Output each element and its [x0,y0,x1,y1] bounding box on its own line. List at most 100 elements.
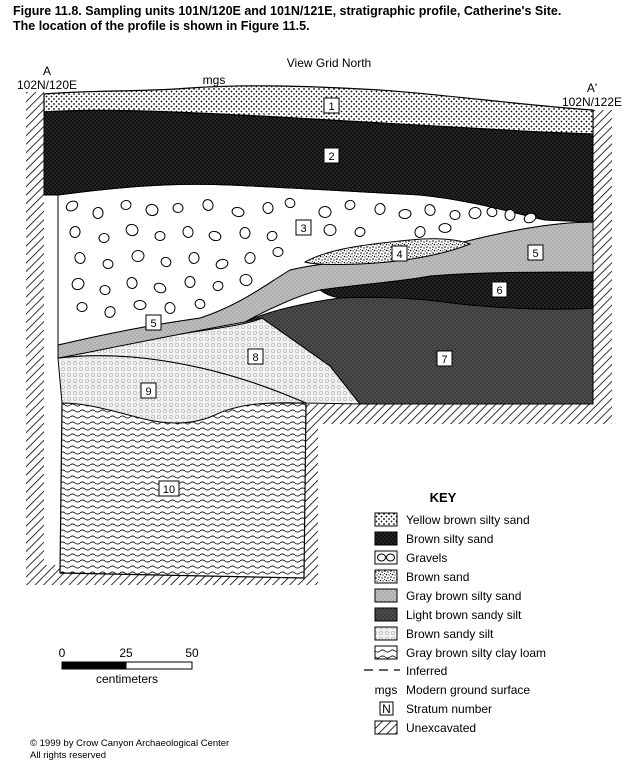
stratum-label-3: 3 [295,219,312,236]
scale-tick-0: 0 [59,646,66,660]
key-label-brown-sand: Brown sand [406,570,469,584]
caption-line-1: Figure 11.8. Sampling units 101N/120E an… [13,4,562,18]
gravel-pebble [239,227,251,239]
key-swatch-gray-brown-silty-sand [374,588,398,603]
figure-caption: Figure 11.8. Sampling units 101N/120E an… [13,4,628,34]
gravel-pebble [523,212,537,224]
copyright-notice: © 1999 by Crow Canyon Archaeological Cen… [30,738,229,762]
scale-tick-50: 50 [185,646,199,660]
key-label-unexcavated: Unexcavated [406,721,476,735]
gravel-pebble [438,223,452,233]
svg-text:5: 5 [532,248,538,260]
svg-text:5: 5 [150,318,156,330]
gravel-pebble [215,258,229,270]
gravel-pebble [160,256,172,268]
gravel-pebble [208,230,222,242]
stratum-1-yellow-brown-silty-sand [43,85,594,135]
gravel-pebble [414,226,426,238]
gravel-pebble [125,223,139,237]
stratum-label-7: 7 [436,350,453,367]
gravel-pebble [244,252,256,264]
gravel-pebble [182,226,194,238]
gravel-pebble [262,202,274,214]
gravel-pebble [188,252,200,264]
key-swatch-light-brown-sandy-silt [374,607,398,622]
svg-text:N: N [382,702,391,716]
stratum-4-brown-sand-lens [303,238,472,266]
stratum-label-10: 10 [158,480,180,497]
gravel-pebble [344,199,356,211]
svg-text:1: 1 [328,101,334,113]
key-label-brown-sandy-silt: Brown sandy silt [406,627,494,641]
gravel-pebble [272,246,284,258]
stratum-label-2: 2 [323,147,340,164]
stratum-label-5-right: 5 [527,244,544,261]
gravel-pebble [374,203,386,215]
gravel-pebble [164,302,176,314]
gravel-pebble [504,209,516,221]
copyright-line-2: All rights reserved [30,750,107,761]
svg-text:2: 2 [328,151,334,163]
gravel-pebble [92,207,104,219]
svg-text:9: 9 [145,386,151,398]
gravel-pebble [266,230,278,242]
svg-text:8: 8 [252,352,258,364]
gravel-pebble [133,299,147,311]
gravel-pebble [65,200,79,212]
gravel-pebble [131,249,145,263]
gravel-pebble [76,301,88,313]
gravel-pebble [468,206,482,220]
stratum-label-5-left: 5 [145,314,162,331]
key-swatch-brown-sand [374,569,398,584]
profile-point-a-prime: A' [587,81,597,95]
profile-left-grid: 102N/120E [17,78,77,92]
gravel-pebble [239,273,253,287]
stratum-label-9: 9 [140,382,157,399]
view-direction-label: View Grid North [287,56,371,70]
gravel-pebble [98,232,110,244]
key-label-stratum-number: Stratum number [406,702,492,716]
gravel-pebble [126,277,138,289]
gravel-pebble [284,197,296,209]
key-label-inferred: Inferred [406,664,447,678]
gravel-pebble [153,282,167,294]
stratum-label-8: 8 [247,348,264,365]
key-swatch-yellow-brown-silty-sand [374,512,398,527]
profile-right-grid: 102N/122E [562,95,622,109]
key-label-gray-brown-silty-clay-loam: Gray brown silty clay loam [406,646,546,660]
gravel-pebbles [65,197,537,318]
key-label-light-brown-sandy-silt: Light brown sandy silt [406,608,522,622]
key-mgs-abbrev: mgs [375,683,398,697]
copyright-line-1: © 1999 by Crow Canyon Archaeological Cen… [30,738,230,749]
gravel-pebble [74,252,86,264]
scale-unit: centimeters [96,672,158,686]
svg-text:3: 3 [300,223,306,235]
gravel-pebble [398,208,412,220]
key-swatch-gray-brown-silty-clay-loam [374,645,398,660]
gravel-pebble [184,276,196,288]
gravel-pebble [449,209,461,221]
gravel-pebble [71,277,85,291]
svg-text:10: 10 [163,484,175,496]
gravel-pebble [145,203,159,217]
stratum-label-4: 4 [391,245,408,262]
key-label-mgs: Modern ground surface [406,683,530,697]
scale-tick-25: 25 [119,646,133,660]
profile-point-a: A [43,64,51,78]
key-swatch-unexcavated [374,720,398,735]
svg-text:7: 7 [441,354,447,366]
gravel-pebble [486,206,498,218]
gravel-pebble [69,226,81,238]
stratum-10-gray-brown-silty-clay-loam [59,402,307,579]
gravel-pebble [354,226,366,238]
gravel-pebble [120,199,132,211]
gravel-pebble [154,230,166,242]
svg-text:4: 4 [396,249,402,261]
gravel-pebble [231,206,245,218]
gravel-pebble [424,204,436,216]
key-label-yellow-brown-silty-sand: Yellow brown silty sand [406,513,530,527]
stratum-label-6: 6 [491,281,508,298]
gravel-pebble [99,284,111,296]
mgs-label: mgs [203,73,226,87]
